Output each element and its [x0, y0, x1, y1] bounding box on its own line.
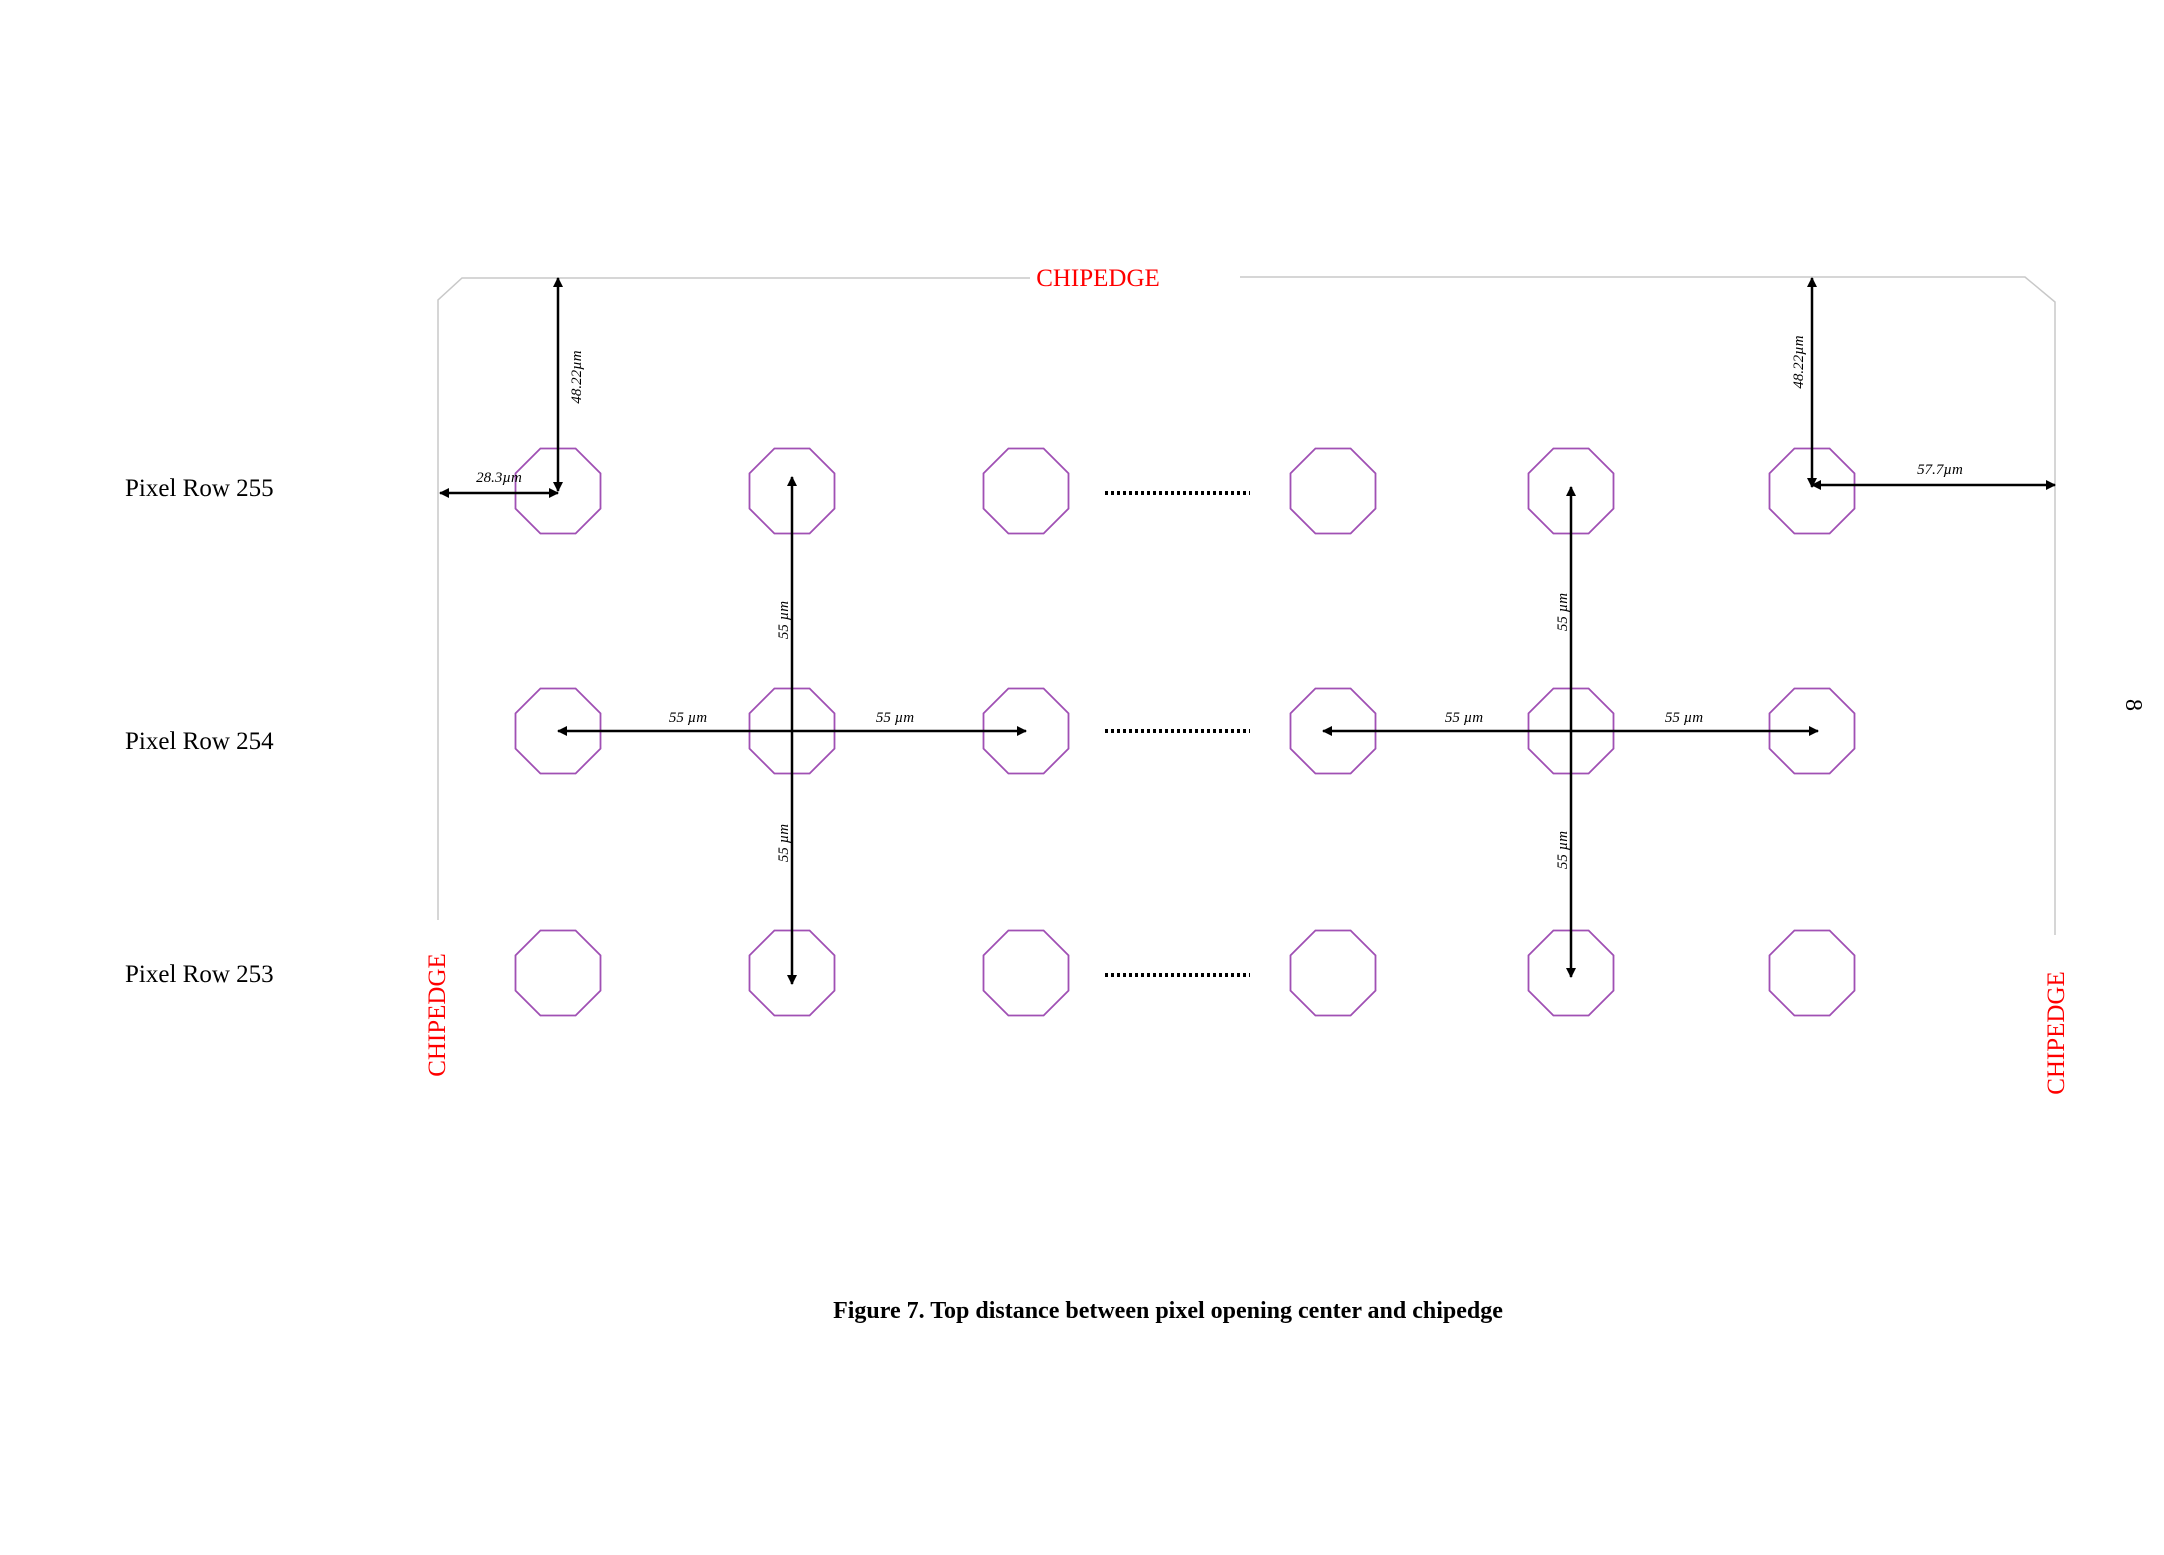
pixel-opening-row-254-col-4 [1289, 687, 1377, 775]
dim-top-left-horizontal: 28.3µm [476, 470, 522, 486]
row-label-254: Pixel Row 254 [125, 728, 274, 755]
pixel-opening-row-254-col-5 [1527, 687, 1615, 775]
dim-right-right: 55 µm [1665, 710, 1703, 726]
pixel-opening-row-253-col-3 [982, 929, 1070, 1017]
dim-left-right: 55 µm [876, 710, 914, 726]
pixel-grid [514, 447, 1856, 1017]
dim-left-down: 55 µm [776, 824, 792, 862]
pixel-opening-row-254-col-3 [982, 687, 1070, 775]
chip-edge-label-left: CHIPEDGE [424, 953, 451, 1077]
dim-right-down: 55 µm [1555, 831, 1571, 869]
dimension-arrows [439, 277, 2056, 985]
pixel-opening-row-255-col-4 [1289, 447, 1377, 535]
ellipsis-dots [1105, 491, 1250, 977]
pixel-opening-row-253-col-4 [1289, 929, 1377, 1017]
dim-left-left: 55 µm [669, 710, 707, 726]
pixel-opening-row-255-col-1 [514, 447, 602, 535]
row-label-255: Pixel Row 255 [125, 475, 274, 502]
figure-caption: Figure 7. Top distance between pixel ope… [833, 1298, 1503, 1324]
pixel-opening-row-254-col-1 [514, 687, 602, 775]
pixel-opening-row-254-col-6 [1768, 687, 1856, 775]
chip-edge-label-top: CHIPEDGE [1036, 265, 1160, 292]
dim-top-right-vertical: 48.22µm [1791, 335, 1807, 388]
pixel-opening-row-253-col-6 [1768, 929, 1856, 1017]
dim-right-left: 55 µm [1445, 710, 1483, 726]
pixel-opening-row-255-col-2 [748, 447, 836, 535]
chip-edge-outline [437, 276, 2056, 935]
pixel-opening-row-255-col-5 [1527, 447, 1615, 535]
pixel-opening-row-254-col-2 [748, 687, 836, 775]
dim-top-left-vertical: 48.22µm [569, 350, 585, 403]
pixel-opening-row-255-col-3 [982, 447, 1070, 535]
pixel-opening-row-253-col-1 [514, 929, 602, 1017]
dim-left-up: 55 µm [776, 601, 792, 639]
dim-right-up: 55 µm [1555, 593, 1571, 631]
chip-edge-label-right: CHIPEDGE [2043, 971, 2070, 1095]
pixel-opening-row-253-col-5 [1527, 929, 1615, 1017]
page-number: 8 [2120, 699, 2146, 711]
row-label-253: Pixel Row 253 [125, 961, 274, 988]
pixel-opening-row-255-col-6 [1768, 447, 1856, 535]
dim-top-right-horizontal: 57.7µm [1917, 462, 1963, 478]
pixel-opening-row-253-col-2 [748, 929, 836, 1017]
